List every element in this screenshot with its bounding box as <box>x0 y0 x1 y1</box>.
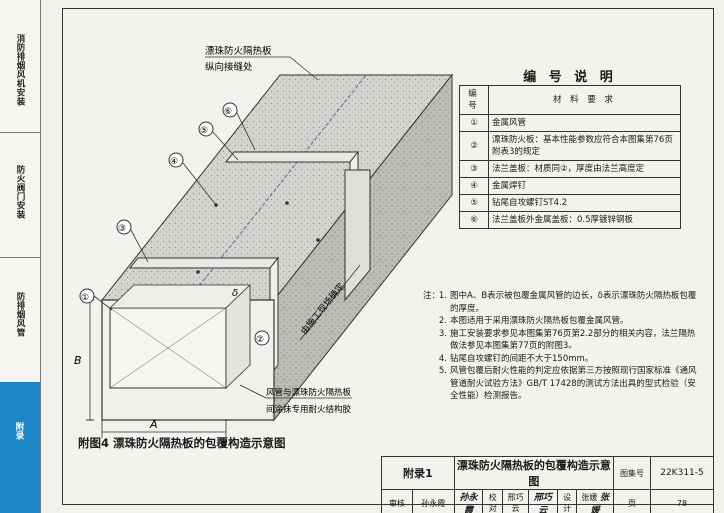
dim-b-label: B <box>74 354 82 367</box>
tb-design-label: 设计 <box>556 489 578 513</box>
tb-designer: 张媛 张媛 <box>576 489 614 513</box>
seam-label-line1: 漂珠防火隔热板 <box>205 45 272 57</box>
tb-checker: 邢巧云 <box>501 489 530 513</box>
sidebar: 消防排烟风机安装 防火阀门安装 防排烟风管 附录 <box>0 0 41 513</box>
tb-checker-signature: 邢巧云 <box>528 489 558 513</box>
list-item: 3.施工安装要求参见本图集第76页第2.2部分的相关内容，法兰隔热做法参见本图集… <box>438 328 696 352</box>
svg-text:⑤: ⑤ <box>200 126 208 136</box>
sidebar-item-label: 附录 <box>14 422 24 440</box>
sidebar-item-label: 消防排烟风机安装 <box>15 34 25 106</box>
glue-label-line1: 风管与漂珠防火隔热板 <box>266 387 352 398</box>
list-item: 5.风管包覆后耐火性能的判定应依据第三方按照现行国家标准《通风管道耐火试验方法》… <box>438 366 697 401</box>
sidebar-divider <box>0 132 40 133</box>
tb-check-label: 校对 <box>482 489 503 513</box>
list-item: 2.本图适用于采用漂珠防火隔热板包覆金属风管。 <box>438 316 629 326</box>
tb-reviewer-signature: 孙永霞 <box>453 489 484 513</box>
tb-atlas-no: 22K311-5 <box>650 456 714 490</box>
dim-a-label: A <box>149 418 158 431</box>
callout-6: ⑥ <box>222 102 256 151</box>
svg-text:①: ① <box>81 293 89 303</box>
sidebar-item-smoke-duct[interactable]: 防排烟风管 <box>0 292 40 352</box>
tb-title: 漂珠防火隔热板的包覆构造示意图 <box>453 456 615 490</box>
list-item: 1.图中A、B表示被包覆金属风管的边长，δ表示漂珠防火隔热板包覆的厚度。 <box>438 291 697 314</box>
sidebar-item-label: 防排烟风管 <box>15 292 25 337</box>
svg-text:⑥: ⑥ <box>224 107 232 117</box>
notes-lead: 注： <box>423 291 441 301</box>
title-block: 附录1 漂珠防火隔热板的包覆构造示意图 图集号 22K311-5 审核 孙永霞 … <box>381 456 714 513</box>
tb-review-label: 审核 <box>381 489 413 513</box>
legend-title: 编 号 说 明 <box>523 70 617 85</box>
sidebar-item-appendix[interactable]: 附录 <box>0 382 40 513</box>
sidebar-item-fan-install[interactable]: 消防排烟风机安装 <box>0 34 40 124</box>
tb-page-label: 页 <box>613 489 651 513</box>
dim-delta-label: δ <box>232 288 238 299</box>
tb-reviewer: 孙永霞 <box>411 489 455 513</box>
callout-5: ⑤ <box>198 121 239 161</box>
tb-designer-signature: 张媛 <box>590 493 609 513</box>
figure-caption: 附图4 漂珠防火隔热板的包覆构造示意图 <box>78 436 286 450</box>
svg-text:②: ② <box>256 335 264 345</box>
svg-text:④: ④ <box>170 157 178 167</box>
callout-3: ③ <box>116 219 149 263</box>
legend-col-desc: 材 料 要 求 <box>488 85 681 115</box>
legend-header-row: 编号 材 料 要 求 <box>459 85 681 115</box>
callout-4: ④ <box>168 152 217 206</box>
glue-label-line2: 间涂抹专用耐火结构胶 <box>266 404 352 415</box>
tb-page-no: 78 <box>650 489 714 513</box>
notes: 注： 1.图中A、B表示被包覆金属风管的边长，δ表示漂珠防火隔热板包覆的厚度。 … <box>423 290 697 403</box>
legend-col-num: 编号 <box>459 85 489 115</box>
tb-section: 附录1 <box>381 456 455 490</box>
callout-1: ① <box>79 288 113 311</box>
sidebar-item-label: 防火阀门安装 <box>15 165 25 219</box>
callout-2: ② <box>254 330 270 346</box>
tb-atlas-label: 图集号 <box>613 456 651 490</box>
seam-label-line2: 纵向接缝处 <box>205 61 253 73</box>
svg-text:③: ③ <box>118 224 126 234</box>
sidebar-divider <box>0 257 40 258</box>
list-item: 4.钻尾自攻螺钉的间距不大于150mm。 <box>438 353 594 364</box>
sidebar-item-damper-install[interactable]: 防火阀门安装 <box>0 165 40 235</box>
